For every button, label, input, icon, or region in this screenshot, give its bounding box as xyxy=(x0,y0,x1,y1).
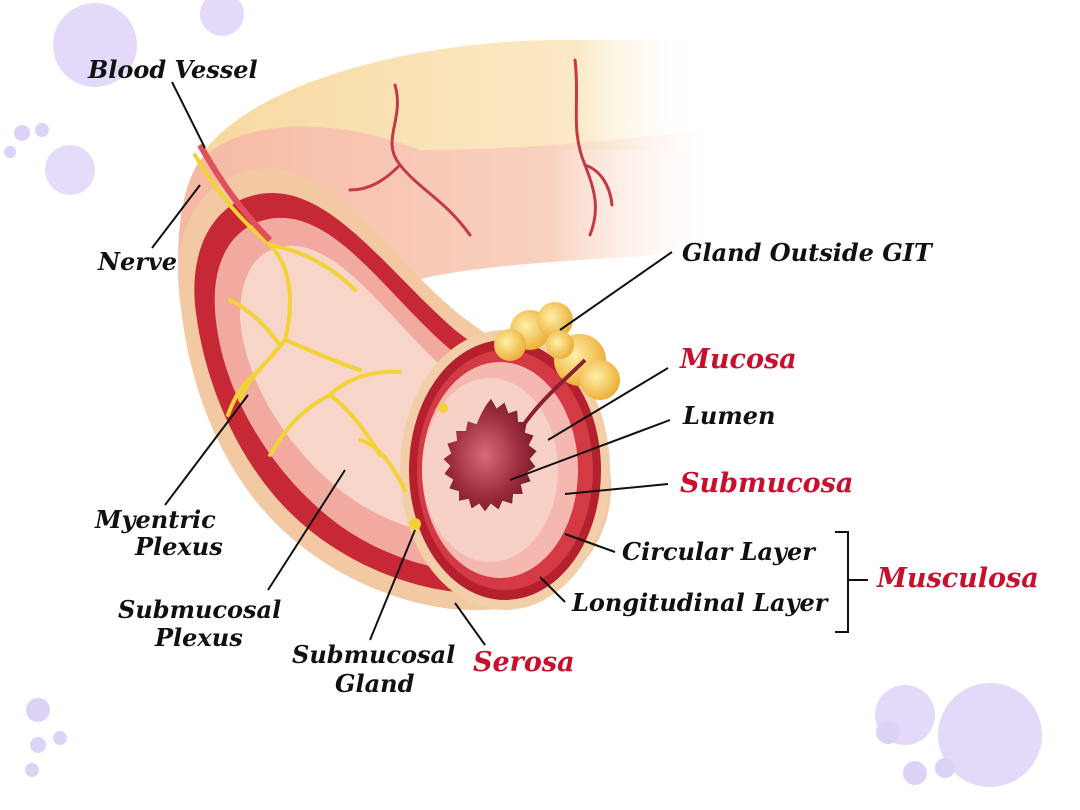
leader-lines xyxy=(151,81,868,646)
label-serosa: Serosa xyxy=(473,647,575,678)
label-submucosal-gland-line2: Gland xyxy=(335,669,415,698)
decorative-bubbles xyxy=(4,0,1042,787)
label-longitudinal-layer: Longitudinal Layer xyxy=(571,588,830,617)
label-myentric-line1: Myentric xyxy=(94,505,216,534)
label-circular-layer: Circular Layer xyxy=(622,537,817,566)
bubble-bottom-right-3 xyxy=(876,720,900,744)
leader-gland-outside xyxy=(559,251,673,331)
leader-longitudinal xyxy=(539,576,566,603)
intestine-tube-illustration xyxy=(178,40,710,611)
label-submucosal-plexus-line1: Submucosal xyxy=(118,595,281,624)
musculosa-bracket xyxy=(835,531,868,633)
leader-submucosal-plexus xyxy=(267,469,346,591)
nerve-plexus xyxy=(193,153,407,492)
label-musculosa: Musculosa xyxy=(876,563,1039,594)
labels: Blood Vessel Nerve Gland Outside GIT Muc… xyxy=(87,55,1039,698)
leader-blood-vessel xyxy=(171,81,206,149)
bubble-bottom-right-4 xyxy=(903,761,927,785)
bubble-bottom-left-3 xyxy=(53,731,67,745)
label-nerve: Nerve xyxy=(97,247,177,276)
bubble-top-left-small xyxy=(200,0,244,36)
entering-blood-vessel xyxy=(197,143,273,243)
label-lumen: Lumen xyxy=(682,401,775,430)
label-gland-outside: Gland Outside GIT xyxy=(682,238,934,267)
bubble-bottom-left-1 xyxy=(26,698,50,722)
submucosal-gland-mark xyxy=(409,518,421,530)
bubble-left-1 xyxy=(14,125,30,141)
gland-mark-top xyxy=(438,403,448,413)
bubble-bottom-left-4 xyxy=(25,763,39,777)
leader-serosa xyxy=(454,602,486,646)
bubble-left-3 xyxy=(4,146,16,158)
bubble-top-left-large xyxy=(53,3,137,87)
bubble-bottom-right-2 xyxy=(938,683,1042,787)
leader-submucosal-gland xyxy=(369,529,416,641)
label-mucosa: Mucosa xyxy=(679,344,797,375)
leader-myentric xyxy=(164,394,249,506)
bubble-left-2 xyxy=(35,123,49,137)
bubble-bottom-right-5 xyxy=(935,758,955,778)
label-myentric-line2: Plexus xyxy=(134,532,223,561)
label-submucosal-plexus-line2: Plexus xyxy=(154,623,243,652)
label-submucosal-gland-line1: Submucosal xyxy=(292,640,455,669)
external-gland xyxy=(494,302,620,432)
bubble-left-arc xyxy=(45,145,95,195)
leader-mucosa xyxy=(547,367,669,441)
leader-lumen xyxy=(509,419,671,481)
label-blood-vessel: Blood Vessel xyxy=(87,55,258,84)
label-submucosa: Submucosa xyxy=(680,468,853,499)
leader-submucosa xyxy=(564,483,669,495)
leader-nerve xyxy=(151,184,201,249)
leader-circular xyxy=(564,533,616,553)
bubble-bottom-left-2 xyxy=(30,737,46,753)
